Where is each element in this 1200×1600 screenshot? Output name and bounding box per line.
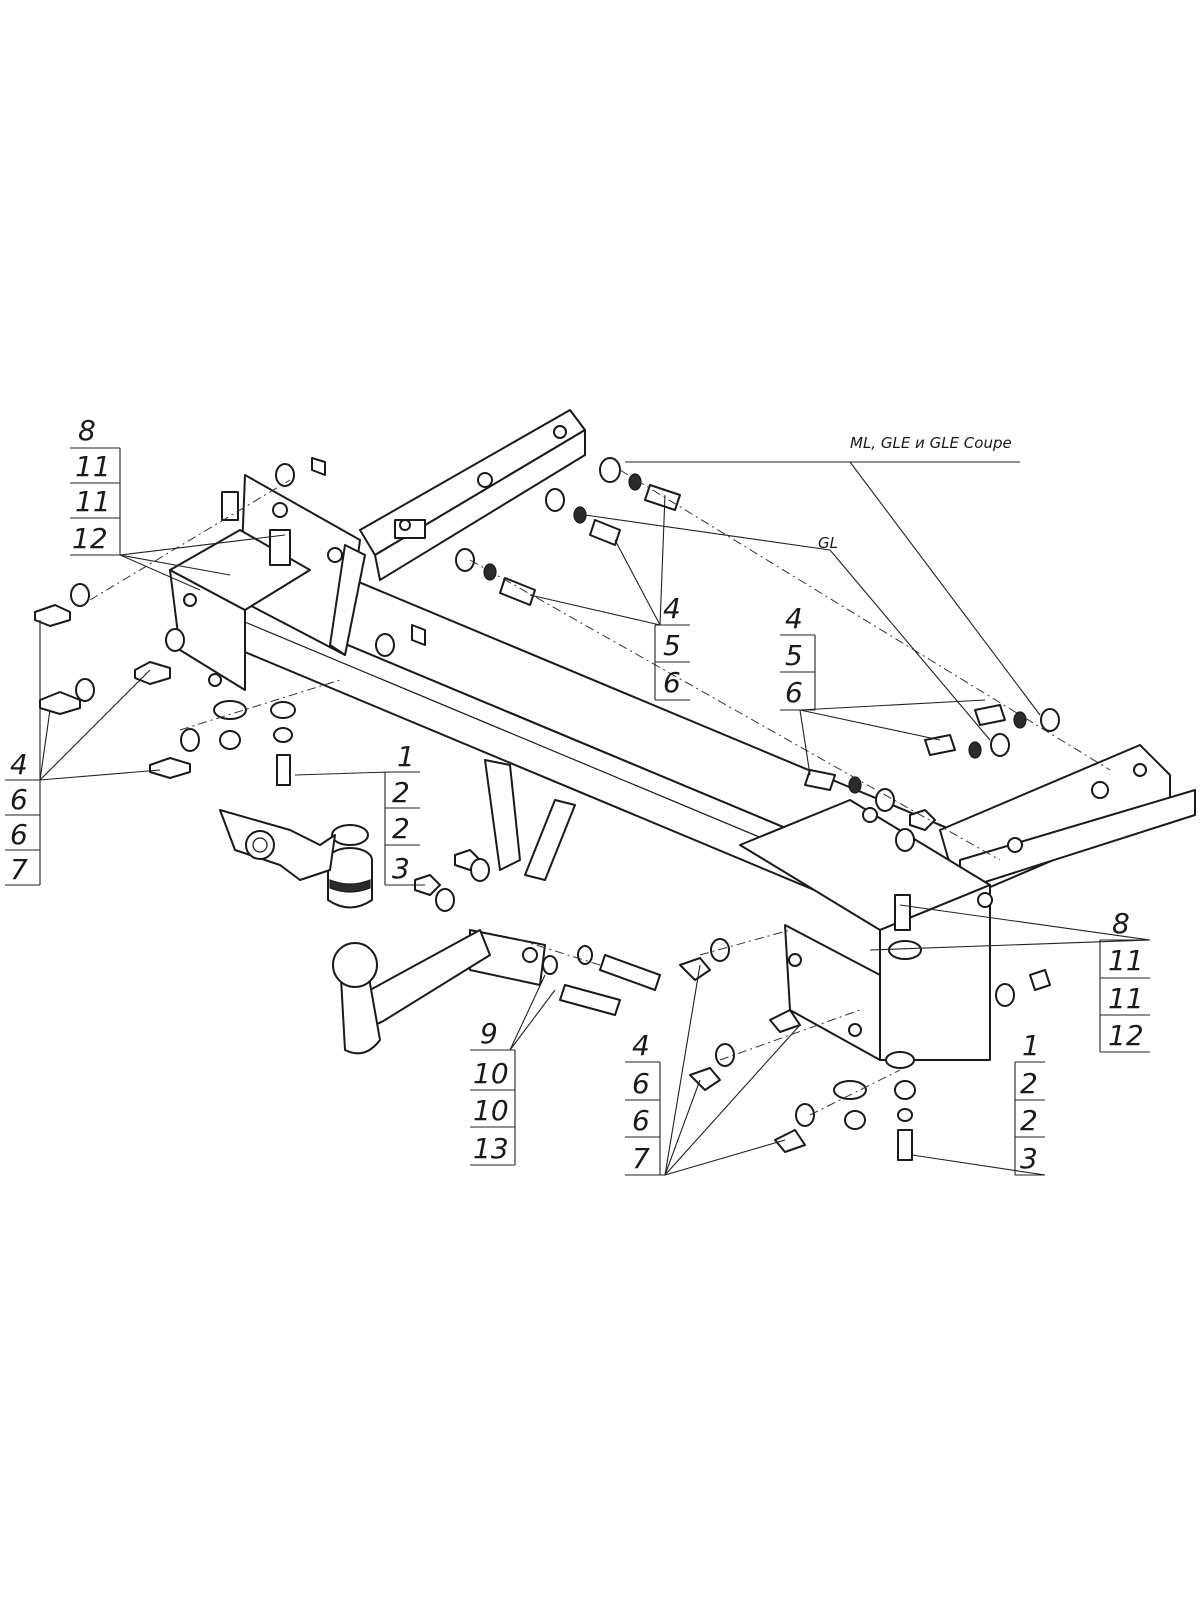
- callout-bottom-center-1: 4: [632, 1029, 650, 1062]
- callout-center-upper-4: 3: [392, 852, 410, 885]
- callout-bottom-right-1: 1: [1022, 1029, 1040, 1062]
- callout-bottom-center-4: 7: [632, 1142, 650, 1175]
- callout-center-upper-2: 2: [392, 776, 410, 809]
- callout-bottom-right-3: 2: [1020, 1104, 1038, 1137]
- callout-center-upper: 1 2 2 3: [384, 740, 420, 886]
- note-ml-gle: ML, GLE и GLE Coupe: [850, 434, 1012, 452]
- callout-top-left-4: 12: [72, 522, 108, 555]
- callout-top-left-2: 11: [75, 450, 111, 483]
- callout-top-center-1: 4: [663, 592, 681, 625]
- callout-left-3: 6: [10, 818, 28, 851]
- left-side-rail: [359, 409, 586, 581]
- callout-right-upper: 4 5 6: [780, 602, 816, 711]
- callout-top-center-2: 5: [663, 629, 681, 662]
- callout-bottom-center-left-1: 9: [480, 1017, 498, 1050]
- leader-lines: [39, 461, 1151, 1176]
- callout-left-2: 6: [10, 783, 28, 816]
- callout-right-upper-1: 4: [785, 602, 803, 635]
- callout-bottom-center-left-3: 10: [473, 1094, 509, 1127]
- callout-left: 4 6 6 7: [5, 748, 41, 886]
- ball-cover-cap: [327, 824, 373, 909]
- callout-top-left-1: 8: [78, 414, 96, 447]
- callout-bottom-center-left-2: 10: [473, 1057, 509, 1090]
- callout-bottom-center-2: 6: [632, 1067, 650, 1100]
- callout-center-upper-1: 1: [397, 740, 415, 773]
- callout-top-left: 8 11 11 12: [70, 414, 121, 556]
- callout-bottom-center-left-4: 13: [473, 1132, 509, 1165]
- fasteners: [34, 457, 1060, 1161]
- callout-right-lower-3: 11: [1108, 982, 1144, 1015]
- callout-right-upper-2: 5: [785, 639, 803, 672]
- callout-bottom-center-left: 9 10 10 13: [470, 1017, 516, 1166]
- callout-right-upper-3: 6: [785, 676, 803, 709]
- callout-left-1: 4: [10, 748, 28, 781]
- note-gl: GL: [818, 534, 838, 552]
- callout-center-upper-3: 2: [392, 812, 410, 845]
- callout-bottom-center: 4 6 6 7: [625, 1029, 665, 1176]
- callout-left-4: 7: [10, 853, 28, 886]
- callout-right-lower-2: 11: [1108, 944, 1144, 977]
- center-lines: [89, 469, 1111, 1116]
- tow-hitch-ball: [332, 759, 576, 1055]
- callout-right-lower: 8 11 11 12: [1099, 907, 1150, 1053]
- socket-plate: [219, 809, 336, 881]
- callout-right-lower-1: 8: [1112, 907, 1130, 940]
- callout-top-center: 4 5 6: [654, 592, 690, 701]
- callout-bottom-right-2: 2: [1020, 1067, 1038, 1100]
- callout-top-center-3: 6: [663, 666, 681, 699]
- callout-top-left-3: 11: [75, 485, 111, 518]
- callout-bottom-center-3: 6: [632, 1104, 650, 1137]
- callout-right-lower-4: 12: [1108, 1019, 1144, 1052]
- callout-bottom-right-4: 3: [1020, 1142, 1038, 1175]
- callout-bottom-right: 1 2 2 3: [1014, 1029, 1045, 1176]
